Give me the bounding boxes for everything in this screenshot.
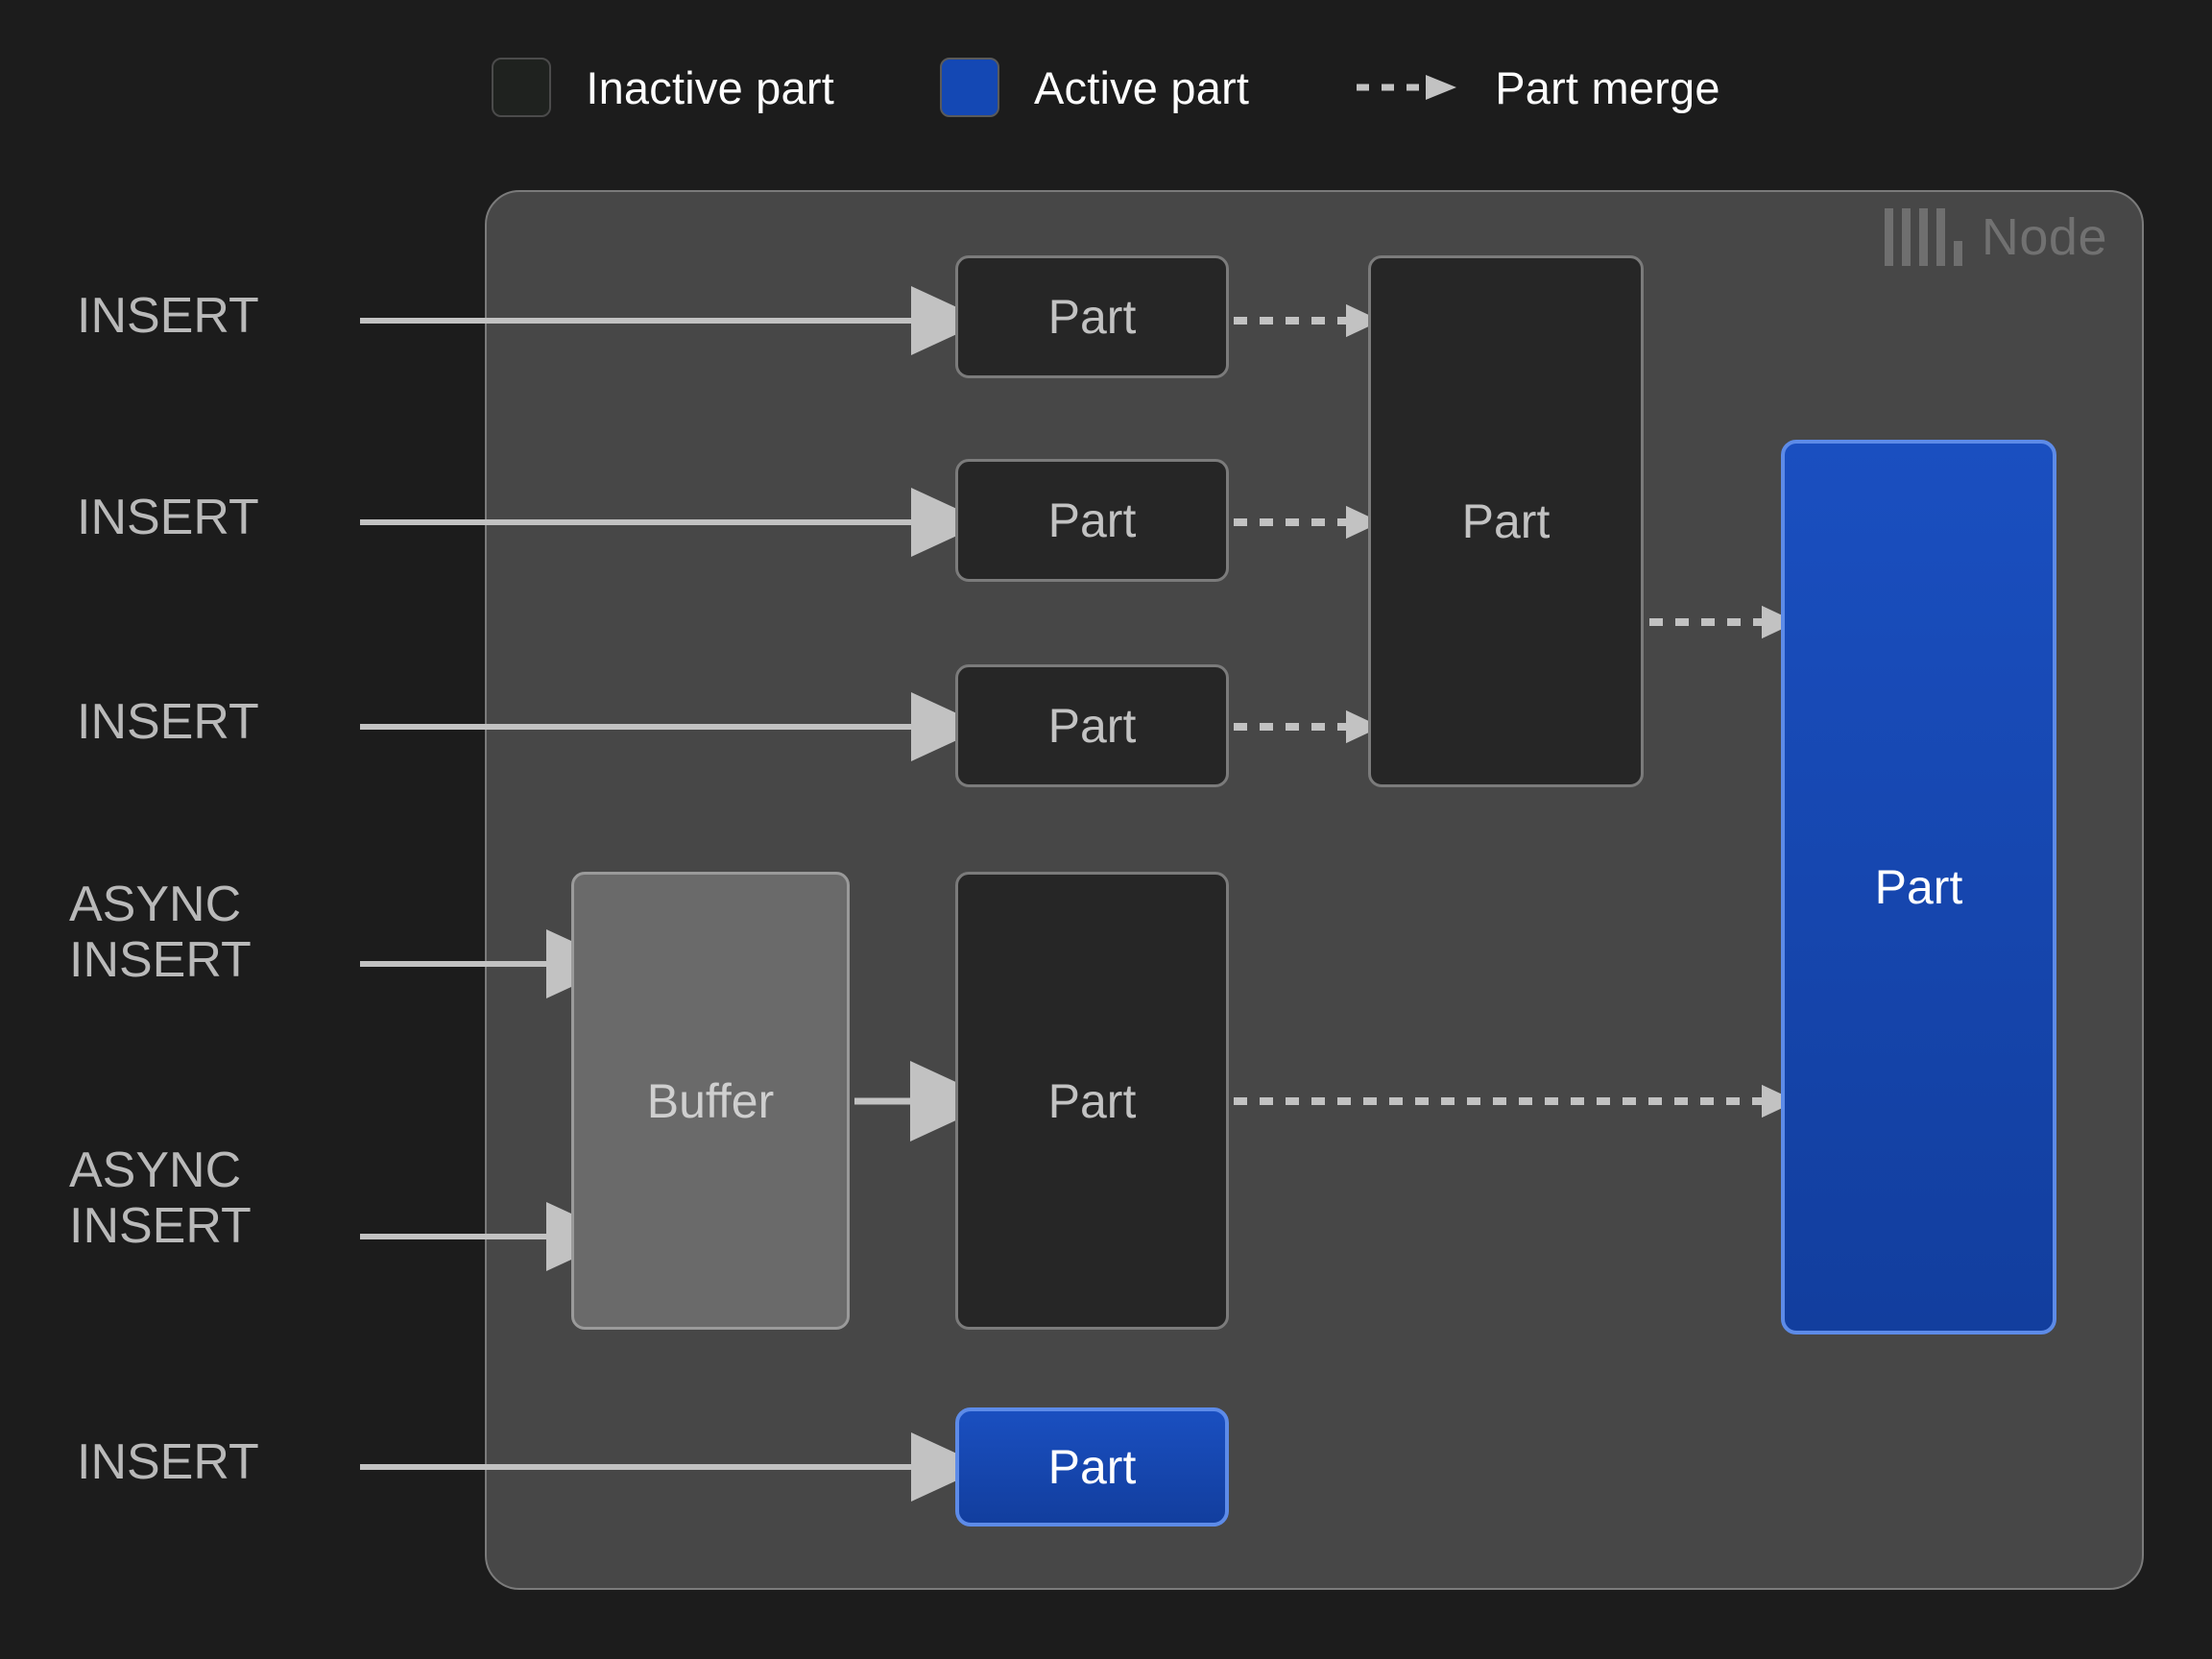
part-box-async-label: Part (1047, 1073, 1137, 1128)
node-label: Node (1981, 208, 2107, 266)
part-box-1[interactable]: Part (955, 255, 1229, 378)
legend-label-inactive-part: Inactive part (586, 61, 834, 113)
part-box-async[interactable]: Part (955, 872, 1229, 1330)
part-box-merged-label: Part (1461, 494, 1551, 548)
part-box-3[interactable]: Part (955, 664, 1229, 787)
inactive-part-swatch (492, 58, 552, 117)
legend-item-active-part: Active part (939, 58, 1250, 117)
legend-label-part-merge: Part merge (1495, 61, 1720, 113)
legend-label-active-part: Active part (1033, 61, 1250, 113)
buffer-box[interactable]: Buffer (571, 872, 850, 1330)
part-box-3-label: Part (1047, 699, 1137, 753)
legend-item-part-merge: Part merge (1355, 61, 1719, 114)
part-box-final-active-label: Part (1874, 860, 1963, 914)
part-box-1-label: Part (1047, 290, 1137, 344)
part-box-inserted-active-label: Part (1047, 1440, 1137, 1494)
active-part-swatch (939, 58, 999, 117)
part-box-merged[interactable]: Part (1368, 255, 1644, 787)
source-label-insert-2: INSERT (77, 490, 259, 545)
source-label-insert-4: INSERT (77, 1434, 259, 1490)
source-label-async-insert-2: ASYNC INSERT (69, 1142, 252, 1255)
dashed-arrow-icon (1355, 73, 1460, 102)
part-box-2-label: Part (1047, 493, 1137, 547)
buffer-box-label: Buffer (646, 1073, 775, 1128)
node-badge: Node (1884, 207, 2107, 267)
clickhouse-logo-icon (1884, 208, 1962, 266)
source-label-insert-3: INSERT (77, 694, 259, 750)
source-label-async-insert-1: ASYNC INSERT (69, 877, 252, 989)
legend-item-inactive-part: Inactive part (492, 58, 834, 117)
part-box-inserted-active[interactable]: Part (955, 1407, 1229, 1527)
legend: Inactive part Active part Part merge (0, 44, 2212, 131)
source-label-insert-1: INSERT (77, 288, 259, 344)
part-box-2[interactable]: Part (955, 459, 1229, 582)
part-box-final-active[interactable]: Part (1781, 440, 2056, 1334)
